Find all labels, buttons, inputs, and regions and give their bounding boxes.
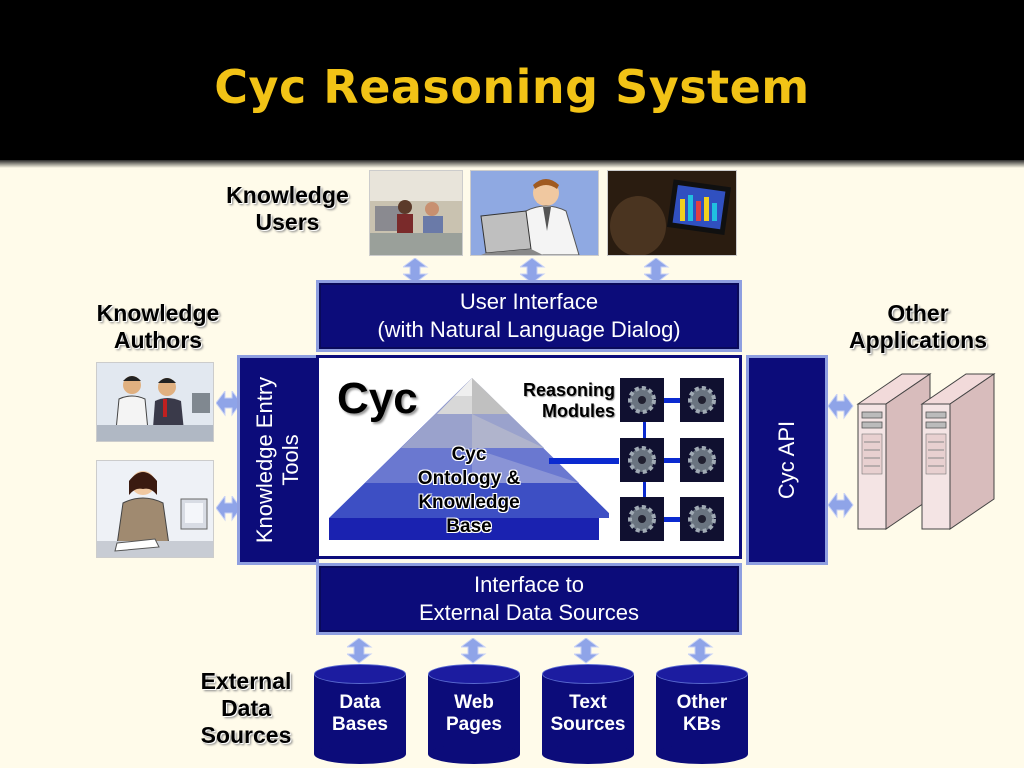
authors-photo-meeting bbox=[96, 362, 214, 442]
other-applications-label: Other Applications bbox=[848, 300, 987, 353]
reasoning-modules-label: Reasoning Modules bbox=[497, 380, 615, 422]
external-interface-line2: External Data Sources bbox=[418, 600, 640, 625]
cylinder-body bbox=[656, 674, 748, 754]
cyc-label: Cyc bbox=[337, 374, 418, 423]
kb-line3: Knowledge bbox=[418, 492, 520, 513]
source-line1: Text bbox=[569, 692, 607, 713]
cylinder-body bbox=[314, 674, 406, 754]
cyc-core-panel: Cyc Cyc Ontology & Knowledge Base Reason… bbox=[316, 355, 742, 559]
source-line2: Sources bbox=[550, 714, 626, 735]
external-interface-box: Interface to External Data Sources bbox=[316, 563, 742, 635]
knowledge-entry-tools-text: Knowledge Entry Tools bbox=[252, 377, 304, 543]
reasoning-modules-grid bbox=[549, 378, 724, 541]
gear-module-2-1 bbox=[620, 438, 664, 482]
title-bar: Cyc Reasoning System bbox=[0, 0, 1024, 160]
gear-module-3-1 bbox=[620, 497, 664, 541]
cylinder-body bbox=[428, 674, 520, 754]
title-divider bbox=[0, 160, 1024, 168]
source-line1: Other bbox=[676, 692, 728, 713]
source-line2: Bases bbox=[332, 714, 388, 735]
apps-arrow-1 bbox=[828, 394, 854, 419]
knowledge-users-label: Knowledge Users bbox=[226, 182, 349, 235]
cylinder-bottom bbox=[656, 744, 748, 764]
knowledge-entry-line2: Tools bbox=[278, 434, 303, 486]
source-line1: Web bbox=[454, 692, 494, 713]
source-line2: KBs bbox=[682, 714, 721, 735]
kb-line1: Cyc bbox=[451, 444, 487, 465]
knowledge-entry-tools-box: Knowledge Entry Tools bbox=[237, 355, 319, 565]
server-towers-icon bbox=[856, 373, 996, 530]
knowledge-authors-label: Knowledge Authors bbox=[96, 300, 220, 353]
apps-arrow-2 bbox=[828, 493, 854, 518]
gear-module-1-2 bbox=[680, 378, 724, 422]
source-line1: Data bbox=[339, 692, 381, 713]
knowledge-base-label: Cyc Ontology & Knowledge Base bbox=[381, 443, 557, 539]
cylinder-body bbox=[542, 674, 634, 754]
cylinder-top bbox=[542, 664, 634, 684]
sources-arrow-1 bbox=[347, 638, 372, 664]
cylinder-bottom bbox=[314, 744, 406, 764]
cyc-api-text: Cyc API bbox=[774, 420, 799, 500]
kb-line2: Ontology & bbox=[417, 468, 521, 489]
users-photo-laptop bbox=[470, 170, 599, 256]
cylinder-top bbox=[656, 664, 748, 684]
users-photo-monitor bbox=[607, 170, 737, 256]
cylinder-bottom bbox=[428, 744, 520, 764]
authors-photo-writer bbox=[96, 460, 214, 558]
cylinder-top bbox=[314, 664, 406, 684]
user-interface-box: User Interface (with Natural Language Di… bbox=[316, 280, 742, 352]
gear-module-2-2 bbox=[680, 438, 724, 482]
user-interface-line2: (with Natural Language Dialog) bbox=[377, 317, 681, 342]
external-data-sources-label: External Data Sources bbox=[200, 668, 292, 748]
cylinder-bottom bbox=[542, 744, 634, 764]
knowledge-entry-line1: Knowledge Entry bbox=[252, 376, 277, 544]
gear-module-1-1 bbox=[620, 378, 664, 422]
user-interface-line1: User Interface bbox=[459, 289, 599, 314]
reasoning-line1: Reasoning bbox=[522, 380, 615, 400]
knowledge-base-pyramid bbox=[329, 378, 609, 540]
sources-arrow-3 bbox=[574, 638, 599, 664]
external-interface-line1: Interface to bbox=[473, 572, 585, 597]
users-photo-office bbox=[369, 170, 463, 256]
reasoning-line2: Modules bbox=[541, 401, 615, 421]
cylinder-top bbox=[428, 664, 520, 684]
slide-title: Cyc Reasoning System bbox=[214, 60, 810, 114]
cyc-api-box: Cyc API bbox=[746, 355, 828, 565]
gear-module-3-2 bbox=[680, 497, 724, 541]
kb-line4: Base bbox=[446, 516, 492, 537]
source-line2: Pages bbox=[446, 714, 502, 735]
sources-arrow-2 bbox=[461, 638, 486, 664]
sources-arrow-4 bbox=[688, 638, 713, 664]
